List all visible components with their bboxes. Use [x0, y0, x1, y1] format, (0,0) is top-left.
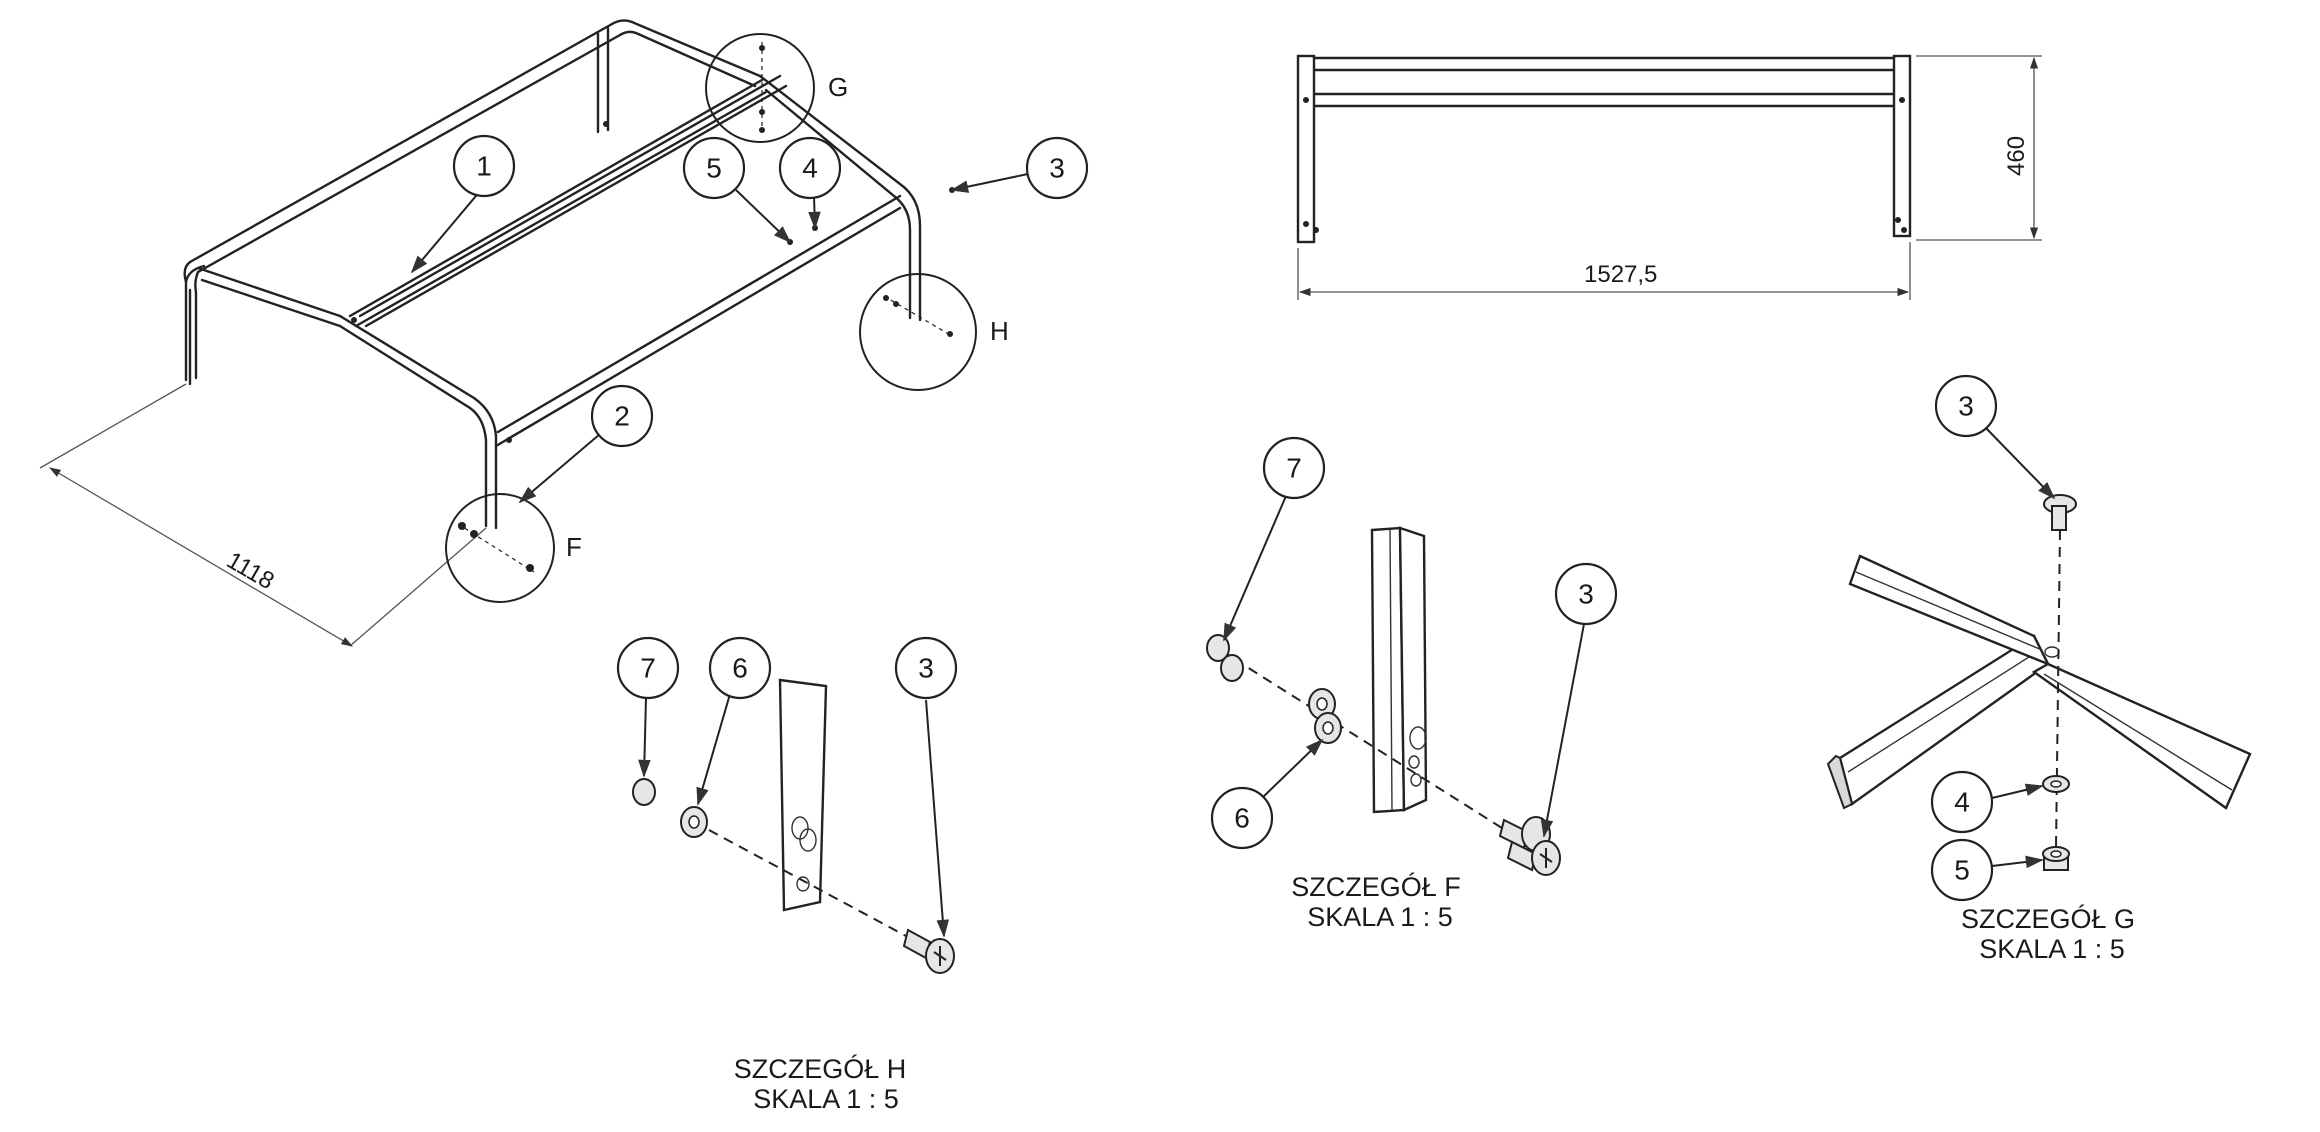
detail-circle-g: [705, 33, 815, 143]
balloon-detail-f-3: 3: [1540, 562, 1618, 838]
detail-circle-f: [445, 493, 555, 603]
detail-g-bolt: [2043, 494, 2077, 531]
detail-g-title: SZCZEGÓŁ G: [1961, 903, 2135, 934]
svg-text:7: 7: [1286, 453, 1302, 484]
svg-text:6: 6: [1234, 803, 1250, 834]
detail-h-title: SZCZEGÓŁ H: [734, 1053, 907, 1084]
svg-text:4: 4: [802, 153, 818, 184]
detail-f-scale: SKALA 1 : 5: [1307, 902, 1453, 932]
balloon-detail-g-5: 5: [1930, 838, 2044, 902]
detail-h-axis: [693, 821, 933, 951]
dimension-width: 1527,5: [1297, 242, 1911, 300]
svg-text:5: 5: [1954, 855, 1970, 886]
front-left-post: [1296, 54, 1316, 244]
detail-h: 7 6 3 SZCZEGÓŁ H SKALA 1 : 5: [616, 636, 958, 1114]
svg-text:4: 4: [1954, 787, 1970, 818]
balloon-detail-h-7: 7: [616, 636, 680, 778]
detail-g-tube-right: [1848, 554, 2252, 810]
front-view: 1527,5 460: [1296, 54, 2042, 300]
detail-f-nut-2: [1220, 654, 1244, 682]
frame-back-rail: [188, 22, 622, 274]
balloon-main-2: 2: [518, 384, 654, 504]
detail-h-bolt: [902, 928, 955, 974]
frame-back-arch-right: [610, 19, 762, 88]
detail-f-post: [1370, 526, 1428, 814]
dimension-1118-label: 1118: [222, 547, 279, 595]
detail-circle-h: [859, 273, 977, 391]
frame-left-leg: [184, 264, 206, 284]
balloon-main-4: 4: [778, 136, 842, 230]
detail-g: 3 4 5 SZCZEGÓŁ G SKALA 1 : 5: [1826, 374, 2252, 964]
svg-text:5: 5: [706, 153, 722, 184]
detail-f-axis: [1219, 649, 1541, 853]
detail-f-hardware: [457, 522, 535, 573]
balloon-detail-g-3: 3: [1934, 374, 2056, 500]
frame-back-leg: [596, 26, 610, 134]
detail-g-scale: SKALA 1 : 5: [1979, 934, 2125, 964]
balloon-detail-g-4: 4: [1930, 770, 2044, 834]
balloon-detail-f-7: 7: [1223, 436, 1326, 642]
detail-f-bolt-2: [1506, 840, 1561, 876]
balloon-main-5: 5: [682, 136, 792, 244]
detail-h-plate: [778, 678, 828, 912]
detail-f: 7 6 3 SZCZEGÓŁ F SKALA 1 : 5: [1206, 436, 1618, 932]
frame-lower-rail: [494, 194, 902, 448]
detail-h-scale: SKALA 1 : 5: [753, 1084, 899, 1114]
svg-text:2: 2: [614, 401, 630, 432]
frame-cross-bar: [358, 74, 788, 328]
detail-h-nut: [632, 778, 656, 806]
balloon-detail-h-6: 6: [696, 636, 772, 806]
detail-h-hardware: [883, 295, 953, 337]
svg-text:3: 3: [1958, 391, 1974, 422]
balloon-main-3: 3: [950, 136, 1089, 200]
frame-front-rail: [338, 314, 498, 530]
detail-g-washer: [2042, 775, 2070, 793]
svg-text:3: 3: [1578, 579, 1594, 610]
svg-text:7: 7: [640, 653, 656, 684]
front-right-post: [1892, 54, 1912, 238]
dimension-1118: 1118: [39, 383, 487, 647]
frame-middle-rail: [348, 78, 768, 328]
detail-f-title: SZCZEGÓŁ F: [1291, 871, 1461, 902]
dimension-height: 460: [1916, 55, 2042, 241]
detail-letter-g: G: [828, 72, 848, 102]
dimension-width-label: 1527,5: [1584, 261, 1657, 288]
isometric-frame-view: 1118 G H F 1: [39, 19, 1089, 647]
svg-text:3: 3: [918, 653, 934, 684]
detail-letter-f: F: [566, 532, 582, 562]
frame-right-arch: [758, 74, 922, 322]
balloon-detail-h-3: 3: [894, 636, 958, 938]
svg-text:3: 3: [1049, 153, 1065, 184]
detail-g-axis: [2055, 529, 2061, 849]
detail-g-tube-left: [1826, 634, 2050, 810]
balloon-detail-f-6: 6: [1210, 738, 1324, 850]
detail-g-nut: [2042, 846, 2070, 871]
svg-text:6: 6: [732, 653, 748, 684]
detail-letter-h: H: [990, 316, 1009, 346]
balloon-main-1: 1: [410, 134, 516, 274]
dimension-height-label: 460: [2003, 136, 2030, 176]
detail-g-hardware: [759, 42, 765, 133]
svg-text:1: 1: [476, 151, 492, 182]
frame-left-arch: [183, 260, 342, 382]
